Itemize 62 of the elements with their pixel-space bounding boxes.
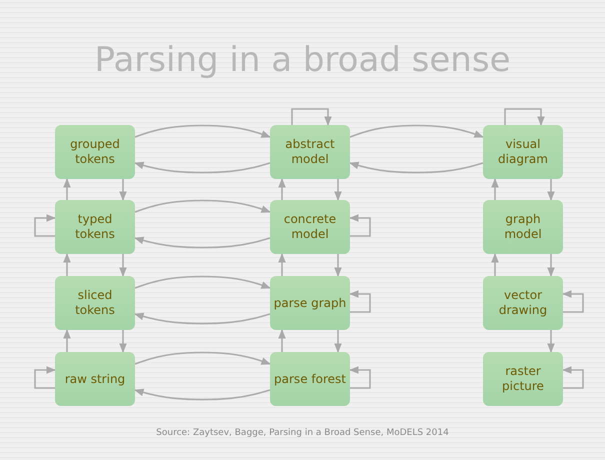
arrow bbox=[134, 236, 270, 248]
arrow bbox=[34, 214, 56, 237]
arrow bbox=[34, 366, 56, 389]
arrow bbox=[491, 178, 499, 200]
box-label: raster picture bbox=[501, 364, 545, 394]
arrow bbox=[134, 312, 270, 324]
box-label: parse graph bbox=[273, 296, 347, 310]
process-box bbox=[55, 200, 135, 254]
box-label: sliced tokens bbox=[74, 288, 116, 318]
box-label: graph model bbox=[503, 212, 543, 242]
process-box bbox=[270, 200, 350, 254]
process-box bbox=[270, 352, 350, 406]
box-label: concrete model bbox=[282, 212, 338, 242]
process-box bbox=[270, 276, 350, 330]
arrow bbox=[134, 162, 270, 174]
process-box bbox=[483, 276, 563, 330]
arrow bbox=[350, 124, 484, 138]
box-label: parse forest bbox=[273, 372, 347, 386]
arrow bbox=[119, 330, 127, 353]
process-box bbox=[55, 125, 135, 179]
box-label: grouped tokens bbox=[69, 137, 121, 167]
arrow bbox=[278, 178, 286, 200]
process-box bbox=[483, 125, 563, 179]
arrow bbox=[547, 254, 555, 277]
arrow bbox=[134, 276, 271, 289]
arrow bbox=[134, 352, 271, 365]
arrow bbox=[491, 253, 499, 276]
box-label: typed tokens bbox=[74, 212, 116, 242]
process-box bbox=[55, 276, 135, 330]
arrow bbox=[547, 330, 555, 353]
arrow bbox=[63, 329, 71, 352]
arrow bbox=[334, 254, 342, 277]
process-box bbox=[270, 125, 350, 179]
arrow bbox=[547, 179, 555, 201]
arrow bbox=[562, 290, 584, 313]
process-box bbox=[483, 352, 563, 406]
arrow bbox=[63, 253, 71, 276]
arrow bbox=[334, 330, 342, 353]
arrow bbox=[291, 108, 332, 126]
arrow bbox=[134, 388, 270, 400]
arrow bbox=[349, 290, 371, 313]
box-label: raw string bbox=[64, 372, 126, 386]
box-label: abstract model bbox=[284, 137, 336, 167]
process-box bbox=[483, 200, 563, 254]
arrow bbox=[349, 162, 484, 174]
arrow bbox=[278, 253, 286, 276]
arrow bbox=[349, 214, 371, 237]
process-box bbox=[55, 352, 135, 406]
arrow bbox=[504, 108, 545, 126]
arrow bbox=[278, 329, 286, 352]
arrow bbox=[562, 366, 584, 389]
arrow bbox=[134, 124, 271, 138]
box-label: visual diagram bbox=[497, 137, 549, 167]
arrow bbox=[349, 366, 371, 389]
arrow bbox=[119, 179, 127, 201]
arrow bbox=[119, 254, 127, 277]
arrow bbox=[134, 200, 271, 213]
title: Parsing in a broad sense bbox=[94, 40, 512, 80]
caption: Source: Zaytsev, Bagge, Parsing in a Broad Sense, MoDELS 2014 bbox=[155, 428, 450, 438]
arrow bbox=[334, 179, 342, 201]
box-label: vector drawing bbox=[498, 288, 548, 318]
arrow bbox=[63, 178, 71, 200]
